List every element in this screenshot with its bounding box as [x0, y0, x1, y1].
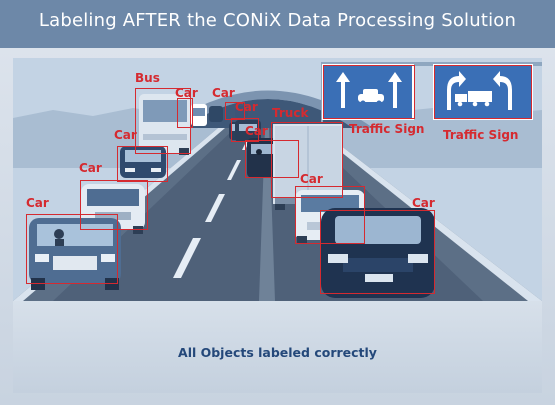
label-car-left-white: Car	[79, 161, 102, 175]
caption-text: All Objects labeled correctly	[178, 345, 377, 360]
label-car-dark-right: Car	[412, 196, 435, 210]
bbox-car-far-2	[225, 102, 245, 120]
label-car-far-1: Car	[175, 86, 198, 100]
highway-scene: Bus Car Car Car Car Truck Car Car Car Ca…	[13, 58, 542, 301]
bbox-car-far-1	[177, 98, 193, 128]
page-title: Labeling AFTER the CONiX Data Processing…	[38, 10, 517, 31]
label-car-mid-left: Car	[114, 128, 137, 142]
label-car-white-right: Car	[300, 172, 323, 186]
bbox-car-mid-right	[245, 140, 299, 178]
caption-panel: All Objects labeled correctly	[13, 301, 542, 393]
bbox-car-mid-left	[117, 146, 168, 182]
bbox-car-white-right	[295, 186, 365, 244]
highway-illustration	[13, 58, 542, 301]
label-traffic-sign-1: Traffic Sign	[349, 122, 425, 136]
bbox-car-front-left	[26, 214, 118, 284]
bbox-car-left-white	[80, 180, 148, 230]
bbox-traffic-sign-1	[323, 65, 415, 119]
label-truck: Truck	[272, 106, 309, 120]
bbox-traffic-sign-2	[434, 65, 532, 119]
label-car-front-left: Car	[26, 196, 49, 210]
label-car-mid-right: Car	[245, 124, 268, 138]
bbox-car-dark-right	[320, 210, 435, 294]
label-car-far-3: Car	[235, 100, 258, 114]
label-bus: Bus	[135, 71, 160, 85]
label-traffic-sign-2: Traffic Sign	[443, 128, 519, 142]
label-car-far-2: Car	[212, 86, 235, 100]
bbox-truck	[271, 122, 343, 198]
bbox-bus	[135, 88, 191, 154]
